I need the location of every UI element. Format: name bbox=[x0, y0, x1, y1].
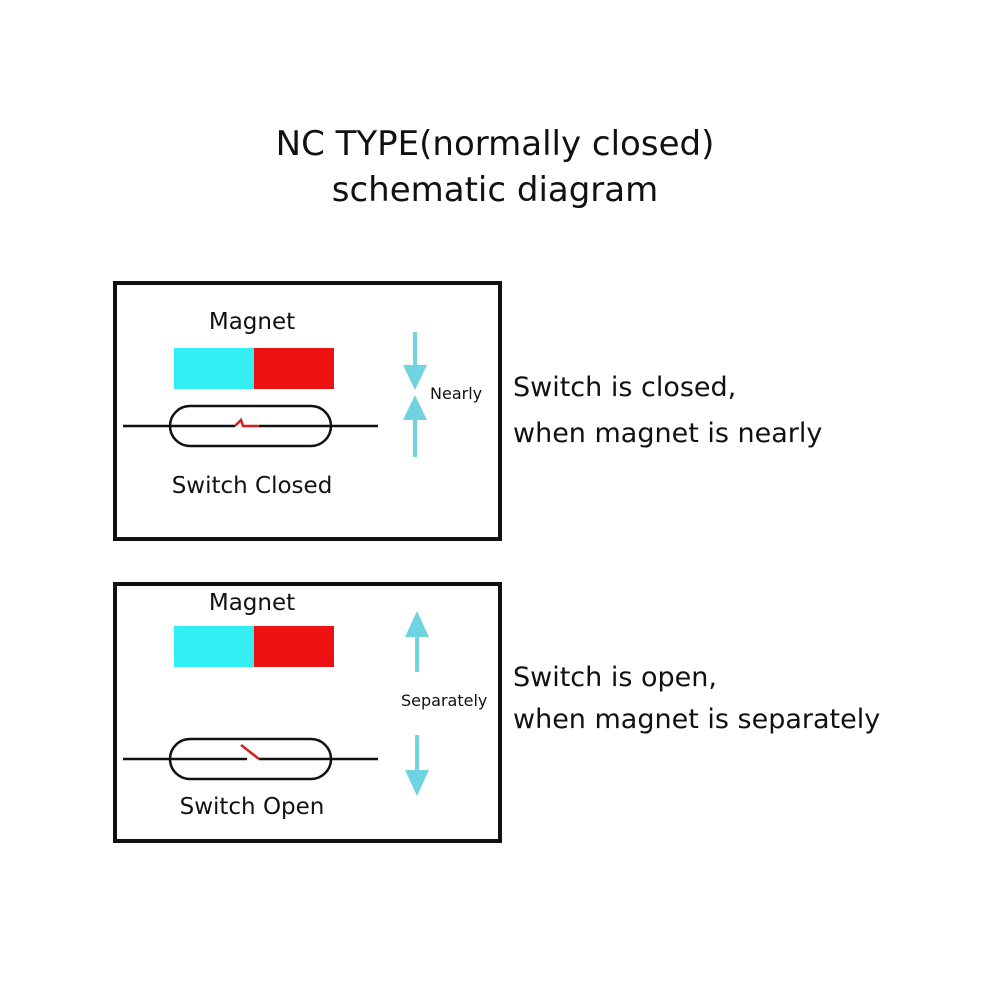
arrow-down-icon bbox=[403, 332, 427, 390]
open-contact bbox=[240, 744, 260, 760]
magnet-label: Magnet bbox=[208, 309, 296, 335]
open-caption-line1: Switch is open, bbox=[513, 662, 717, 693]
diagram-title: NC TYPE(normally closed) bbox=[275, 124, 715, 164]
reed-switch-closed bbox=[123, 404, 378, 448]
arrow-up-icon bbox=[403, 395, 427, 457]
magnet-pole-cyan bbox=[174, 348, 254, 389]
diagram-subtitle: schematic diagram bbox=[331, 170, 659, 210]
switch-state-label: Switch Closed bbox=[171, 473, 333, 499]
motion-label: Nearly bbox=[430, 384, 483, 403]
arrow-up-icon bbox=[405, 611, 429, 672]
closed-state-panel: Magnet Switch Closed Nearly bbox=[113, 281, 502, 541]
magnet-pole-red bbox=[254, 348, 334, 389]
reed-switch-open bbox=[123, 737, 378, 781]
motion-label: Separately bbox=[401, 691, 488, 710]
magnet-pole-red bbox=[254, 626, 334, 667]
closed-caption-line2: when magnet is nearly bbox=[513, 418, 823, 449]
magnet bbox=[174, 348, 334, 389]
magnet-label: Magnet bbox=[208, 590, 296, 616]
closed-contact bbox=[234, 417, 259, 428]
separate-arrows bbox=[405, 611, 429, 796]
approach-arrows bbox=[403, 332, 427, 457]
open-state-panel: Magnet Switch Open Separately bbox=[113, 582, 502, 843]
arrow-down-icon bbox=[405, 735, 429, 796]
switch-state-label: Switch Open bbox=[179, 794, 325, 820]
closed-caption-line1: Switch is closed, bbox=[513, 372, 737, 403]
magnet bbox=[174, 626, 334, 667]
magnet-pole-cyan bbox=[174, 626, 254, 667]
open-caption-line2: when magnet is separately bbox=[513, 704, 881, 735]
